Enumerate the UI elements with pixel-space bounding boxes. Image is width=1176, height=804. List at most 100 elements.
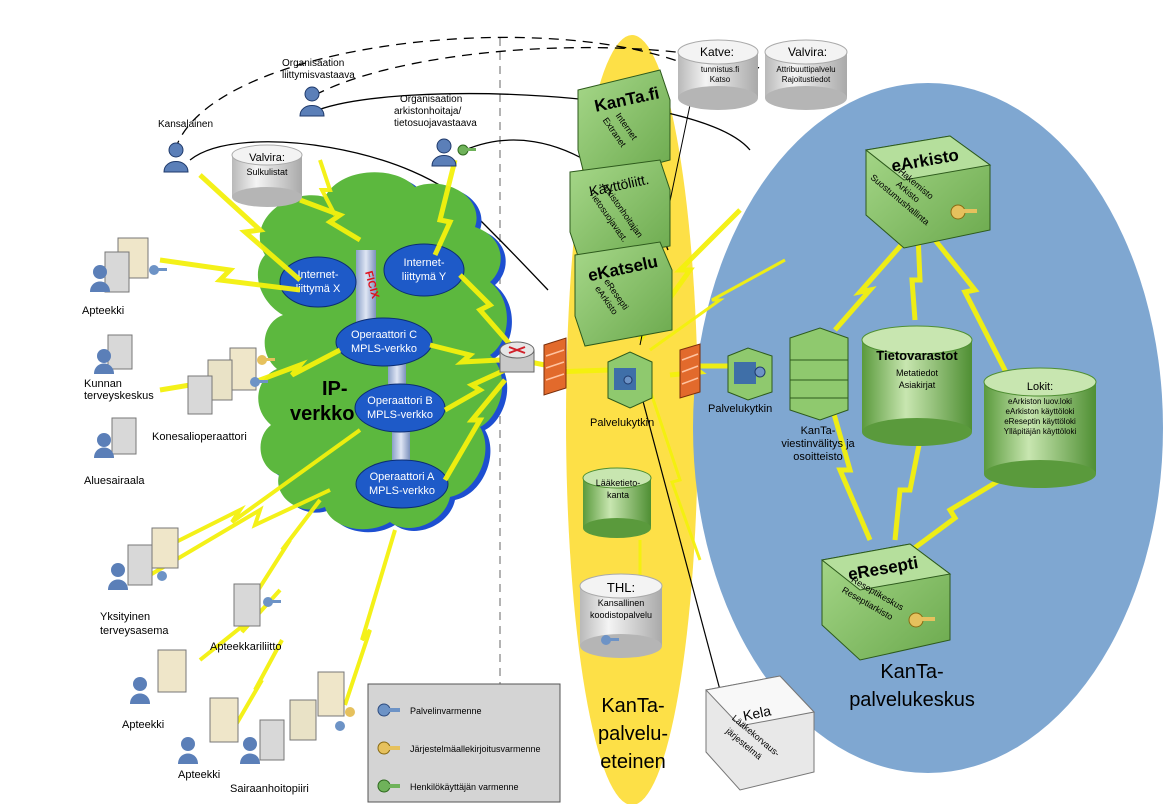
viestinvalitys-server: KanTa- viestinvälitys ja osoitteisto	[781, 327, 856, 463]
cloud-operaattori-a: Operaattori A MPLS-verkko	[355, 459, 449, 509]
palvelukytkin-left-label: Palvelukytkin	[590, 417, 654, 429]
kunnan-line2: terveyskeskus	[84, 390, 154, 402]
cloud-operaattori-b: Operaattori B MPLS-verkko	[354, 383, 446, 433]
db-valvira-sulku: Valvira: Sulkulistat	[231, 144, 303, 207]
apteekki1-label: Apteekki	[82, 305, 124, 317]
palvelukytkin-right-label: Palvelukytkin	[708, 403, 772, 415]
db-lokit: Lokit: eArkiston luov.loki eArkiston käy…	[983, 367, 1097, 488]
earkisto-key-icon	[950, 204, 977, 220]
katve-title: Katve:	[700, 45, 734, 59]
palvelukytkin-right-icon: Palvelukytkin	[708, 347, 773, 415]
legend: Palvelinvarmenne Järjestelmäallekirjoitu…	[367, 683, 561, 803]
db-valvira-top: Valvira: Attribuuttipalvelu Rajoitustied…	[764, 39, 848, 110]
dashed-arc-outer	[174, 36, 701, 151]
internet-y-line2: liittymä Y	[402, 271, 447, 283]
db-laaketieto: Lääketieto- kanta	[582, 467, 652, 538]
firewall-left-icon	[543, 337, 567, 396]
eteinen-line1: KanTa-	[601, 695, 664, 717]
org-liittyma-line2: liittymisvastaava	[282, 70, 355, 81]
link-to-kela	[639, 389, 721, 691]
box-kela: Kela Lääkekorvaus- järjestelmä	[705, 675, 815, 791]
apteekki2-label: Apteekki	[122, 719, 164, 731]
org-arkisto-line3: tietosuojavastaava	[394, 118, 477, 129]
lokit-line2: eArkiston luov.loki	[1008, 397, 1072, 406]
tietovarastot-line3: Asiakirjat	[899, 380, 936, 390]
viestinvalitys-line3: osoitteisto	[793, 451, 843, 463]
yksityinen-line1: Yksityinen	[100, 611, 150, 623]
op-b-line2: MPLS-verkko	[367, 409, 433, 421]
thl-line2: Kansallinen	[598, 598, 645, 608]
site-apteekki-1: Apteekki	[82, 237, 167, 317]
lokit-line4: eReseptin käyttöloki	[1004, 417, 1076, 426]
ip-verkko-line2: verkko	[290, 403, 355, 425]
kunnan-line1: Kunnan	[84, 378, 122, 390]
internet-x-line2: liittymä X	[296, 283, 341, 295]
eteinen-line3: eteinen	[600, 751, 666, 773]
valvira-top-line2: Attribuuttipalvelu	[776, 65, 835, 74]
site-kunnan: Kunnan terveyskeskus	[84, 334, 154, 402]
cloud-internet-x: Internet- liittymä X	[279, 256, 357, 308]
site-aluesairaala: Aluesairaala	[84, 417, 145, 487]
box-eresepti: eResepti Reseptikeskus Reseptiarkisto	[820, 543, 952, 661]
sairaanhoitopiiri-label: Sairaanhoitopiiri	[230, 783, 309, 795]
lokit-title: Lokit:	[1027, 381, 1053, 393]
internet-y-line1: Internet-	[404, 257, 445, 269]
box-earkisto: eArkisto Hakemisto Arkisto Suostumushall…	[864, 135, 992, 249]
pipe-ba	[392, 425, 410, 470]
lokit-line5: Ylläpitäjän käyttöloki	[1004, 427, 1077, 436]
actor-arkistonhoitaja: Organisaation arkistonhoitaja/ tietosuoj…	[394, 94, 477, 167]
laaketieto-line1: Lääketieto-	[596, 478, 641, 488]
box-kanta-fi: KanTa.fi Internet Extranet	[577, 69, 671, 183]
laaketieto-line2: kanta	[607, 490, 629, 500]
legend-label-1: Palvelinvarmenne	[410, 706, 482, 716]
db-tietovarastot: Tietovarastot Metatiedot Asiakirjat	[861, 325, 973, 446]
katve-line2: tunnistus.fi	[701, 65, 739, 74]
legend-key-icon-2	[377, 741, 400, 755]
viestinvalitys-line2: viestinvälitys ja	[781, 438, 855, 450]
viestinvalitys-line1: KanTa-	[801, 425, 836, 437]
apteekki3-label: Apteekki	[178, 769, 220, 781]
op-b-line1: Operaattori B	[367, 395, 432, 407]
konesali-label: Konesalioperaattori	[152, 431, 247, 443]
keskus-line2: palvelukeskus	[849, 689, 975, 711]
actor-liittymisvastaava: Organisaation liittymisvastaava	[282, 58, 355, 117]
site-apteekkariliitto: Apteekkariliitto	[210, 583, 282, 653]
site-apteekki-3: Apteekki	[178, 697, 239, 781]
ip-verkko-line1: IP-	[322, 378, 348, 400]
yksityinen-line2: terveysasema	[100, 625, 169, 637]
legend-label-3: Henkilökäyttäjän varmenne	[410, 782, 519, 792]
ficix-pipe	[356, 250, 376, 330]
cloud-internet-y: Internet- liittymä Y	[383, 243, 465, 297]
box-ekatselu: eKatselu eResepti eArkisto	[574, 241, 673, 347]
eresepti-key-icon	[908, 612, 935, 628]
lokit-line3: eArkiston käyttöloki	[1006, 407, 1075, 416]
db-katve: Katve: tunnistus.fi Katso	[677, 39, 759, 110]
kela-title: Kela	[742, 702, 773, 724]
valvira-top-line3: Rajoitustiedot	[782, 75, 831, 84]
thl-line3: koodistopalvelu	[590, 610, 652, 620]
aluesairaala-label: Aluesairaala	[84, 475, 145, 487]
org-liittyma-line1: Organisaation	[282, 58, 344, 69]
keskus-line1: KanTa-	[880, 661, 943, 683]
eteinen-line2: palvelu-	[598, 723, 668, 745]
op-a-line1: Operaattori A	[370, 471, 435, 483]
actor-kansalainen: Kansalainen	[158, 119, 213, 173]
legend-key-icon-3	[377, 779, 400, 793]
site-sairaanhoitopiiri: Sairaanhoitopiiri	[230, 671, 355, 795]
valvira-top-title: Valvira:	[788, 45, 827, 59]
katve-line3: Katso	[710, 75, 731, 84]
thl-title: THL:	[607, 580, 635, 595]
palvelukytkin-left-icon: Palvelukytkin	[590, 351, 654, 429]
legend-key-icon-1	[377, 703, 400, 717]
cloud-operaattori-c: Operaattori C MPLS-verkko	[335, 317, 433, 367]
valvira-sulku-title: Valvira:	[249, 152, 285, 164]
kansalainen-label: Kansalainen	[158, 119, 213, 130]
db-thl: THL: Kansallinen koodistopalvelu	[579, 573, 663, 658]
site-konesali: Konesalioperaattori	[152, 347, 275, 443]
apteekkariliitto-label: Apteekkariliitto	[210, 641, 282, 653]
box-kayttoliitt: Käyttöliitt. Arkistonhoitajan Tietosuoja…	[569, 159, 671, 263]
org-arkisto-line2: arkistonhoitaja/	[394, 106, 461, 117]
op-a-line2: MPLS-verkko	[369, 485, 435, 497]
firewall-right-icon	[679, 343, 701, 399]
